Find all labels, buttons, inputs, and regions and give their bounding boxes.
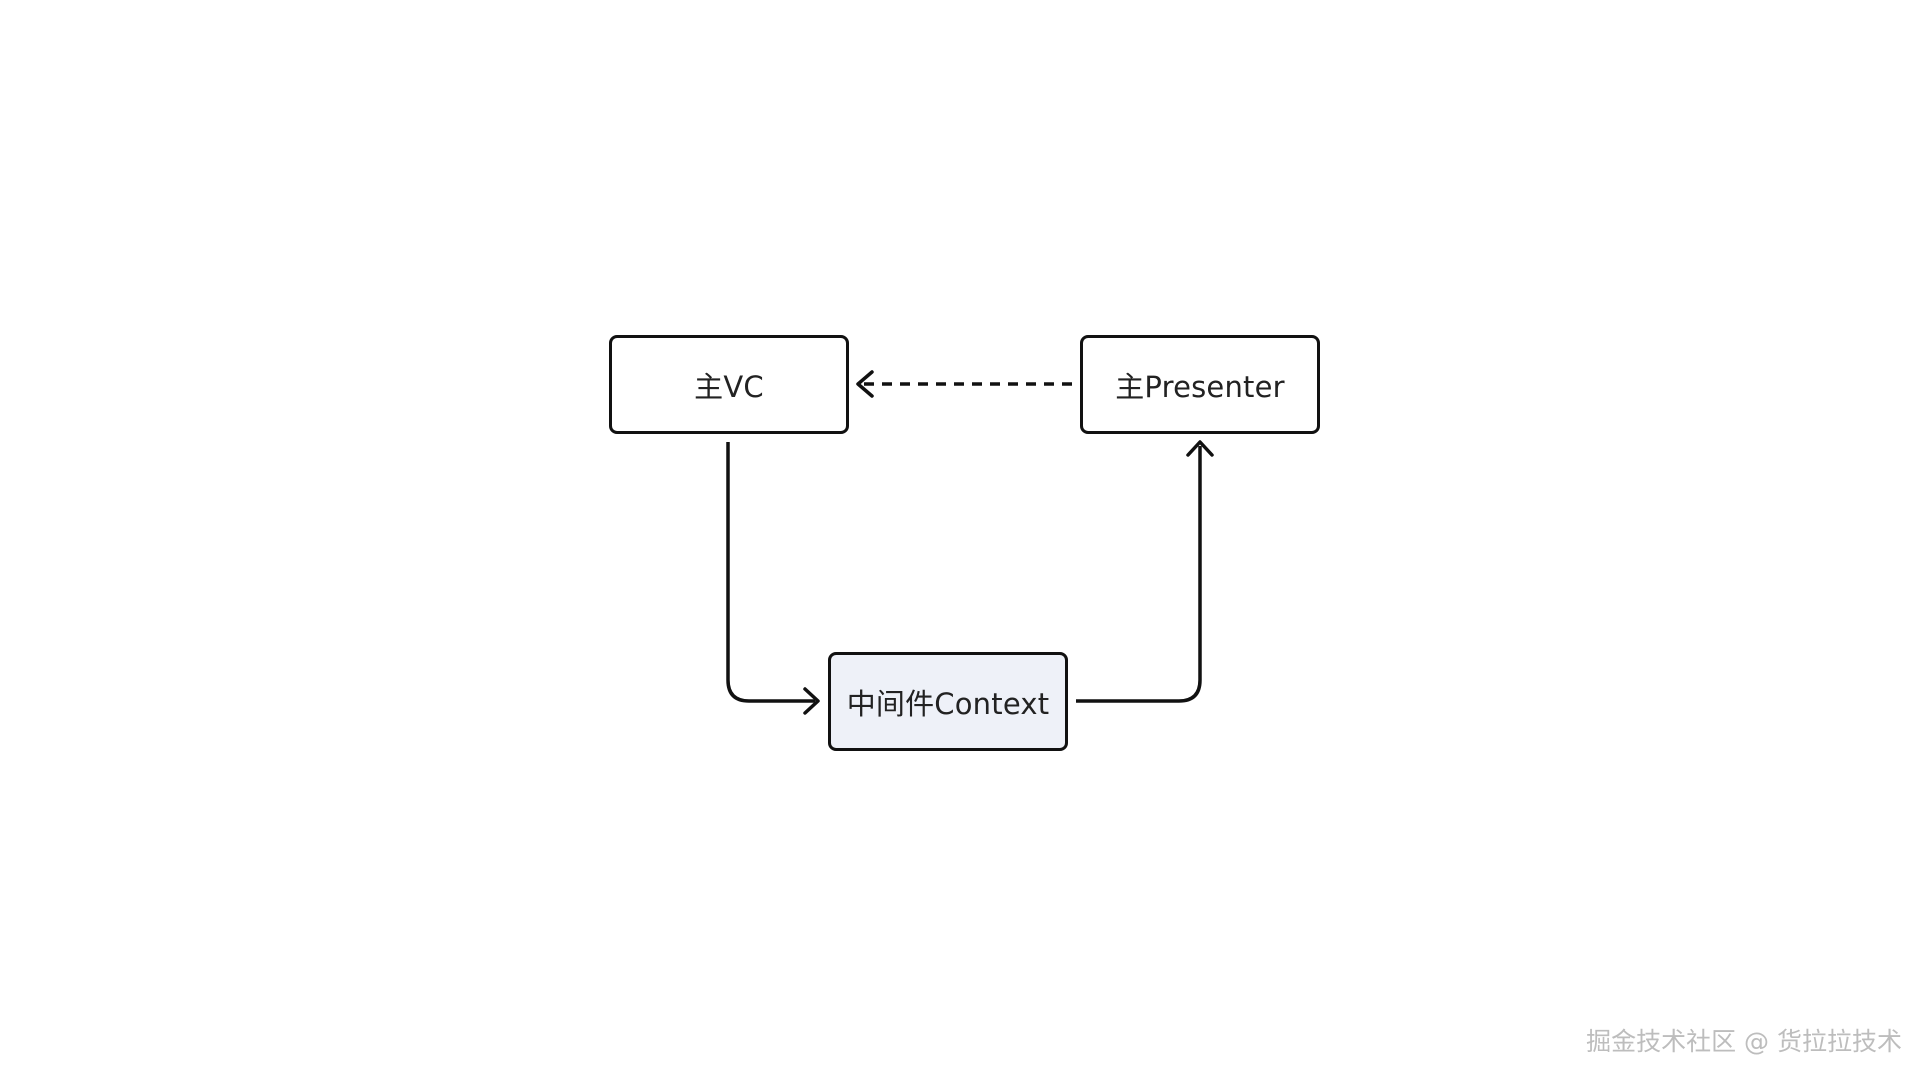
watermark: 掘金技术社区 @ 货拉拉技术 bbox=[1586, 1027, 1902, 1056]
arrowhead-presenter-icon bbox=[1186, 440, 1214, 457]
node-middleware-context-label: 中间件Context bbox=[846, 686, 1050, 721]
node-main-presenter-label: 主Presenter bbox=[1115, 369, 1285, 404]
node-main-vc: 主VC bbox=[609, 335, 849, 434]
node-middleware-context: 中间件Context bbox=[828, 652, 1068, 751]
node-main-vc-label: 主VC bbox=[694, 369, 764, 404]
edge-context-to-presenter bbox=[1076, 446, 1202, 703]
node-main-presenter: 主Presenter bbox=[1080, 335, 1320, 434]
arrowhead-vc-icon bbox=[856, 370, 874, 398]
arrowhead-context-icon bbox=[803, 687, 820, 715]
edge-vc-to-context bbox=[726, 442, 815, 703]
